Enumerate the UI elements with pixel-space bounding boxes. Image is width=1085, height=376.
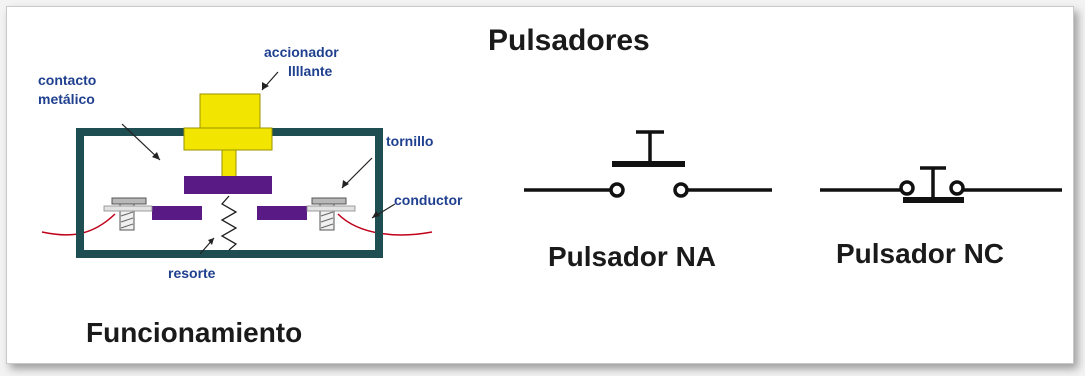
- pulsador-na-symbol: [524, 130, 772, 198]
- label-contacto-1: contacto: [38, 72, 96, 88]
- push-button-mechanism: accionador llllante contacto metálico to…: [38, 44, 463, 281]
- caption-funcionamiento: Funcionamiento: [86, 317, 302, 348]
- arrow-contacto: [121, 123, 161, 161]
- screw-left: [103, 197, 153, 231]
- actuator-flange: [183, 127, 273, 151]
- conductor-wire-right: [337, 213, 433, 236]
- spring: [220, 195, 238, 251]
- label-accionador-2: llllante: [288, 63, 333, 79]
- label-accionador-1: accionador: [264, 44, 339, 60]
- screw-right: [306, 197, 356, 231]
- label-tornillo: tornillo: [386, 133, 433, 149]
- fixed-contact-left: [152, 206, 202, 220]
- label-contacto-2: metálico: [38, 91, 95, 107]
- fixed-contact-right: [257, 206, 307, 220]
- caption-pulsador-na: Pulsador NA: [548, 241, 716, 272]
- actuator-cap: [199, 93, 261, 131]
- housing-box: [76, 128, 383, 258]
- pulsador-nc-symbol: [820, 166, 1062, 203]
- label-resorte: resorte: [168, 265, 216, 281]
- label-conductor: conductor: [394, 192, 463, 208]
- caption-pulsador-nc: Pulsador NC: [836, 238, 1004, 269]
- actuator-stem: [221, 149, 237, 179]
- moving-contact: [184, 176, 272, 194]
- diagram-title: Pulsadores: [488, 24, 650, 57]
